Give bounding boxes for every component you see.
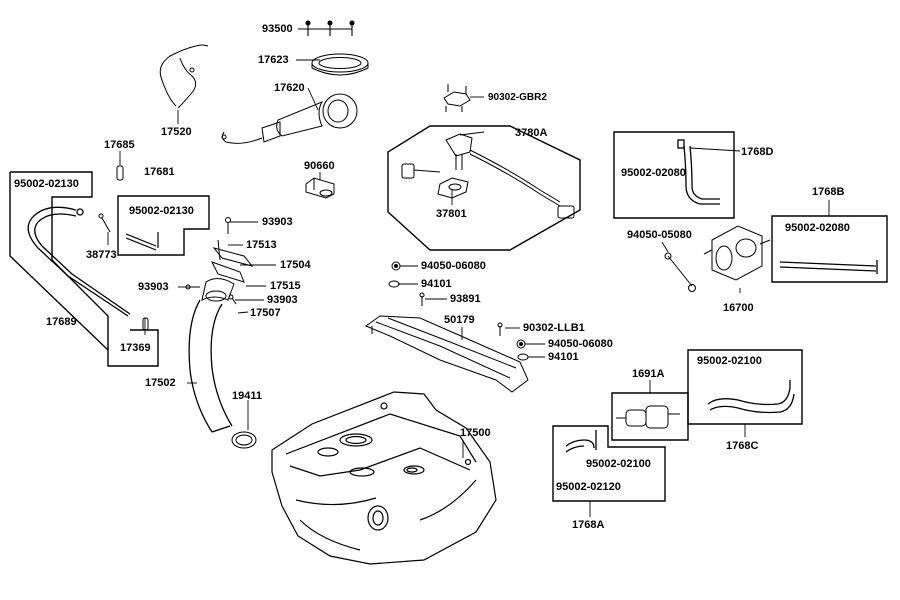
label-37801: 37801 [436, 208, 467, 220]
label-17685: 17685 [104, 139, 135, 151]
label-38773: 38773 [86, 249, 117, 261]
label-95002-02080-a: 95002-02080 [621, 167, 686, 179]
label-94101-b: 94101 [548, 351, 579, 363]
screw-93903-b [185, 284, 200, 290]
label-93903-a: 93903 [262, 216, 293, 228]
bolt-38773 [98, 213, 111, 233]
hose-1768c [707, 380, 795, 414]
hose-1768d [677, 139, 720, 205]
hose-1768b [779, 260, 878, 274]
label-94050-06080-b: 94050-06080 [548, 338, 613, 350]
filler-neck-17504 [201, 239, 254, 302]
group-box-3780a-frame [387, 125, 581, 251]
label-17623: 17623 [258, 54, 289, 66]
label-1768d: 1768D [741, 146, 774, 158]
hose-17681 [125, 232, 159, 251]
label-95002-02080-b: 95002-02080 [785, 222, 850, 234]
label-17500: 17500 [460, 427, 491, 439]
label-17689: 17689 [46, 316, 77, 328]
label-94050-06080-a: 94050-06080 [421, 260, 486, 272]
group-box-1691a-frame [611, 392, 689, 441]
group-box-1768a-frame [552, 425, 666, 502]
label-17504: 17504 [280, 259, 311, 271]
washer-94101-a [388, 280, 400, 288]
label-93903-c: 93903 [267, 294, 298, 306]
label-1768b: 1768B [812, 186, 845, 198]
pin-17685 [116, 165, 124, 181]
label-95002-02120: 95002-02120 [556, 481, 621, 493]
label-17520: 17520 [161, 126, 192, 138]
hose-17689 [27, 206, 131, 317]
bolt-90302-llb1 [497, 322, 503, 336]
fuel-tank-17500 [271, 391, 497, 565]
label-17507: 17507 [250, 307, 281, 319]
label-17513: 17513 [246, 239, 277, 251]
cable-17520 [159, 44, 209, 109]
group-box-1768b-frame [771, 215, 888, 283]
label-1768c: 1768C [726, 440, 759, 452]
label-17515: 17515 [270, 280, 301, 292]
label-95002-02100-b: 95002-02100 [586, 458, 651, 470]
label-90302-llb1: 90302-LLB1 [523, 322, 585, 334]
gasket-37801 [437, 177, 469, 199]
label-1691a: 1691A [632, 368, 665, 380]
fuel-cap-17620 [221, 93, 358, 144]
bolt-93891 [419, 292, 425, 306]
label-17681: 17681 [144, 166, 175, 178]
nut-94050-06080-a [391, 261, 401, 271]
clip-90660 [305, 177, 335, 199]
leader-lines [107, 28, 830, 517]
group-box-17689-frame [9, 171, 159, 367]
nut-94050-06080-b [516, 339, 526, 349]
group-box-1768c-frame [687, 349, 803, 425]
hose-1768a [565, 430, 597, 453]
label-94101-a: 94101 [421, 278, 452, 290]
label-93891: 93891 [450, 293, 481, 305]
label-95002-02100-a: 95002-02100 [697, 355, 762, 367]
screws-93500 [305, 20, 355, 36]
clamp-19411 [231, 431, 257, 449]
group-box-17681-frame [117, 195, 210, 256]
group-box-1768d-frame [613, 131, 735, 219]
label-94050-05080: 94050-05080 [627, 229, 692, 241]
label-1768a: 1768A [572, 519, 605, 531]
label-17620: 17620 [274, 82, 305, 94]
label-90302-gbr2: 90302-GBR2 [488, 92, 547, 103]
fuel-pump-16700 [703, 225, 771, 281]
label-93903-b: 93903 [138, 281, 169, 293]
label-95002-02130-b: 95002-02130 [129, 205, 194, 217]
label-17369: 17369 [120, 342, 151, 354]
washer-94101-b [517, 353, 529, 361]
label-95002-02130-a: 95002-02130 [14, 178, 79, 190]
label-93500: 93500 [262, 23, 293, 35]
bracket-50179 [364, 315, 529, 393]
screw-93903-c [228, 294, 237, 305]
label-90660: 90660 [304, 160, 335, 172]
screw-93903-a [225, 217, 231, 234]
bolt-94050-05080 [664, 252, 696, 292]
ring-17623 [311, 53, 369, 76]
mount-90302-gbr2 [443, 84, 471, 112]
pin-17369 [142, 317, 149, 331]
fuel-filter-1691a [616, 405, 680, 429]
label-19411: 19411 [232, 390, 262, 402]
label-3780a: 3780A [515, 127, 548, 139]
label-16700: 16700 [723, 302, 754, 314]
label-17502: 17502 [145, 377, 176, 389]
fuel-pump-3780a [401, 133, 575, 219]
filler-hose-17502 [188, 299, 233, 433]
label-50179: 50179 [444, 314, 475, 326]
